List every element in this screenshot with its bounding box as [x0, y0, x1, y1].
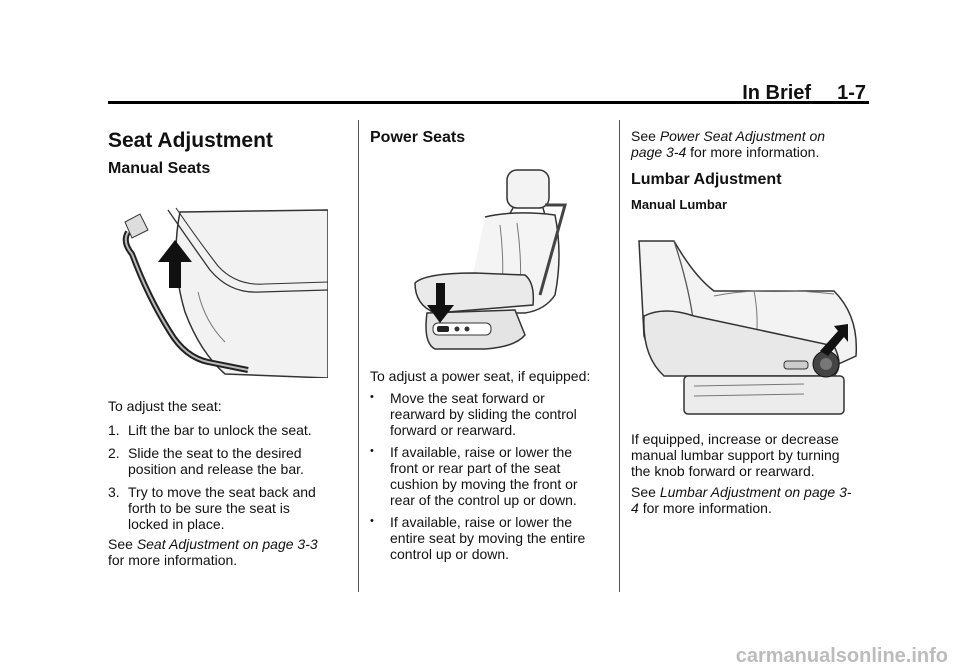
lumbar-seat-illustration — [638, 240, 858, 415]
list-item: •Move the seat forward or rearward by sl… — [370, 390, 577, 438]
power-seat-reference: See Power Seat Adjustment on page 3-4 fo… — [631, 128, 826, 160]
header-rule — [108, 101, 869, 104]
list-item: 2.Slide the seat to the desired position… — [108, 445, 304, 477]
watermark: carmanualsonline.info — [735, 645, 948, 667]
list-item: 3.Try to move the seat back and forth to… — [108, 484, 316, 532]
list-item: •If available, raise or lower the entire… — [370, 514, 586, 562]
lumbar-knob-icon — [812, 350, 840, 378]
manual-seat-illustration — [122, 207, 328, 378]
seat-adjustment-heading: Seat Adjustment — [108, 129, 273, 152]
lumbar-adjustment-heading: Lumbar Adjustment — [631, 171, 782, 188]
down-arrow-icon — [427, 283, 454, 323]
column-divider-2 — [619, 120, 620, 592]
manual-intro: To adjust the seat: — [108, 398, 222, 414]
section-title: In Brief — [742, 82, 812, 104]
page-number: 1-7 — [837, 82, 866, 104]
list-item: 1.Lift the bar to unlock the seat. — [108, 422, 312, 438]
up-arrow-icon — [158, 240, 192, 288]
manual-lumbar-heading: Manual Lumbar — [631, 197, 728, 212]
manual-seats-heading: Manual Seats — [108, 160, 211, 177]
lumbar-reference: See Lumbar Adjustment on page 3-4 for mo… — [631, 484, 852, 516]
power-intro: To adjust a power seat, if equipped: — [370, 368, 591, 384]
list-item: •If available, raise or lower the front … — [370, 444, 578, 508]
power-seats-heading: Power Seats — [370, 129, 466, 146]
diagonal-arrow-icon — [820, 324, 848, 356]
power-seat-illustration — [414, 169, 567, 350]
manual-seat-reference: See Seat Adjustment on page 3-3 for more… — [108, 536, 318, 568]
page-header: In Brief 1-7 — [742, 82, 866, 105]
lumbar-description: If equipped, increase or decrease manual… — [631, 431, 840, 479]
column-divider-1 — [358, 120, 359, 592]
